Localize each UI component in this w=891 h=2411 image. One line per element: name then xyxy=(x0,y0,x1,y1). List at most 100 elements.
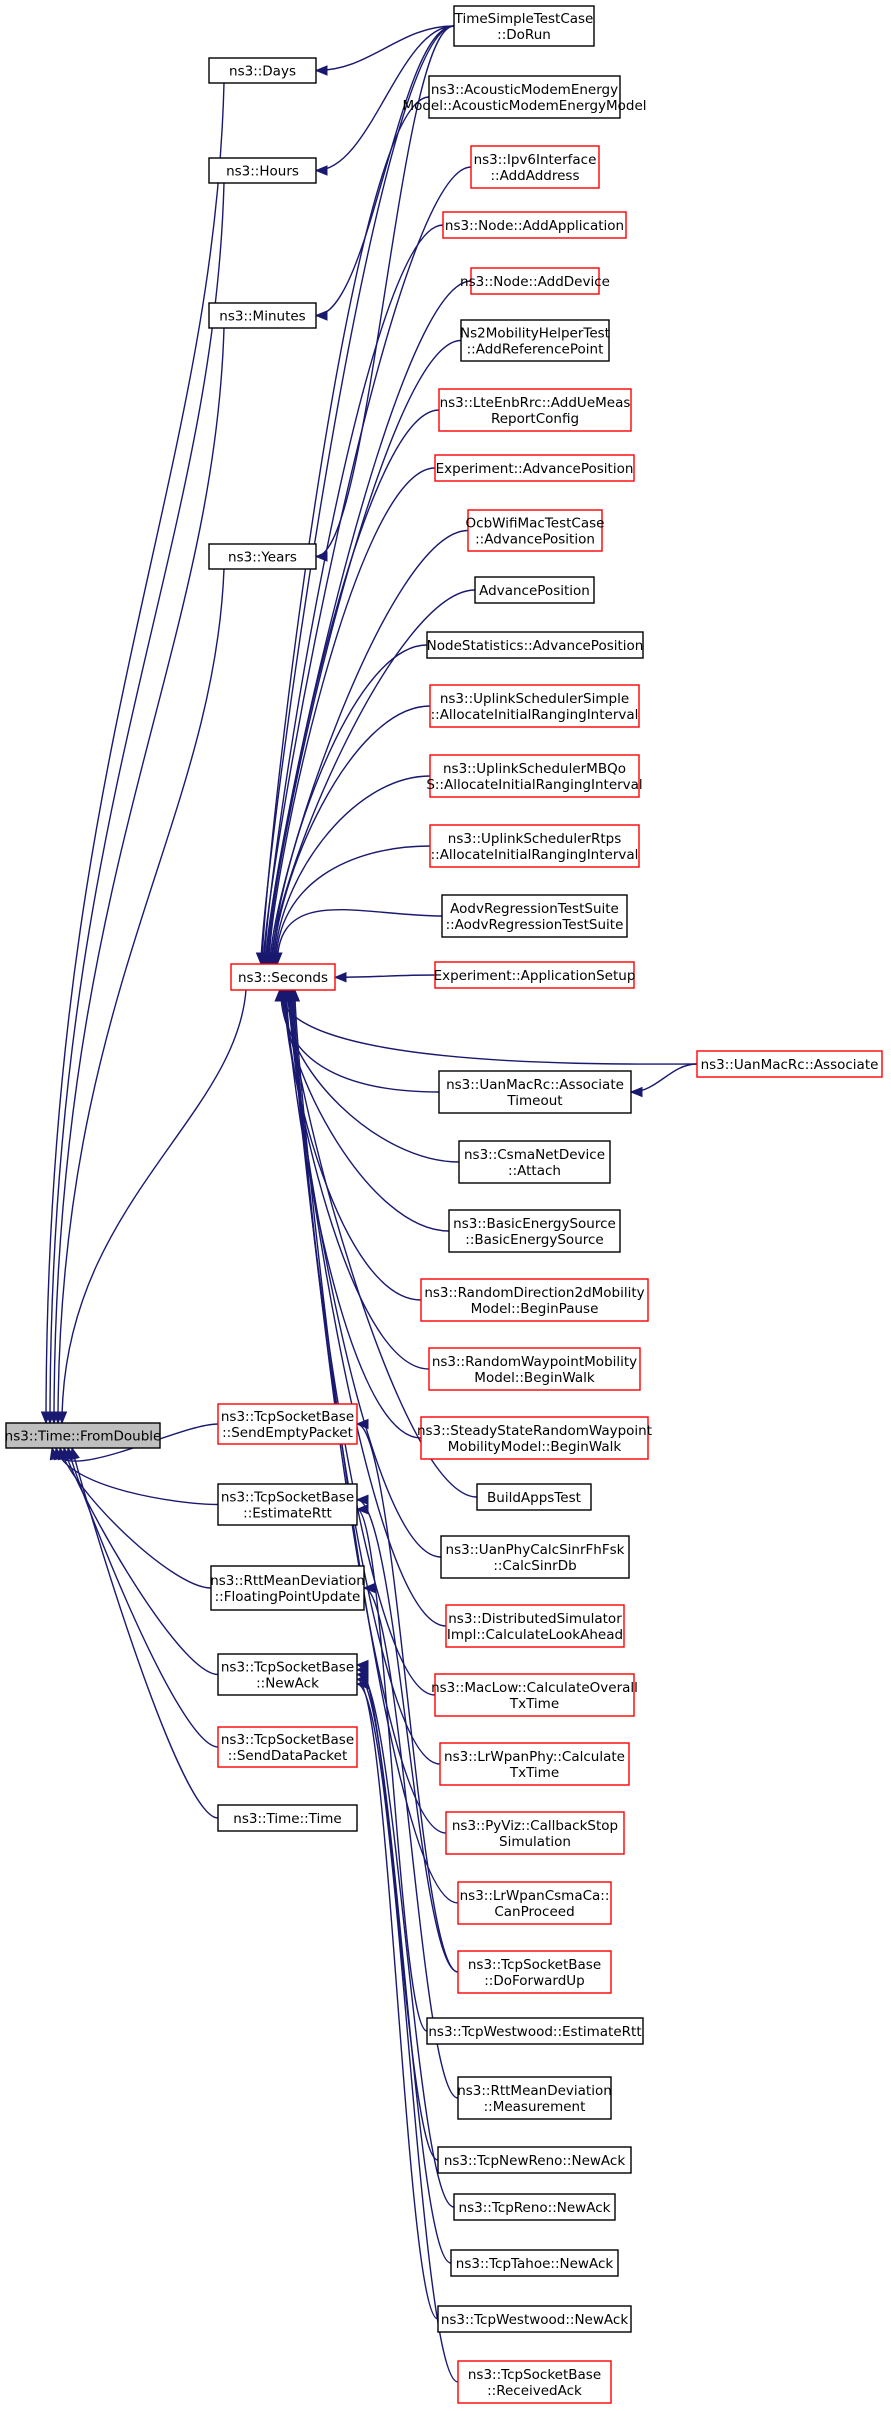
node-box xyxy=(470,267,600,295)
node-doforward[interactable]: ns3::TcpSocketBase::DoForwardUp xyxy=(457,1950,612,1994)
node-ocbwifi[interactable]: OcbWifiMacTestCase::AdvancePosition xyxy=(466,509,605,552)
arrowhead xyxy=(355,1418,369,1430)
node-steady[interactable]: ns3::SteadyStateRandomWaypointMobilityMo… xyxy=(417,1416,652,1460)
node-randdir[interactable]: ns3::RandomDirection2dMobilityModel::Beg… xyxy=(420,1278,649,1322)
arrowhead xyxy=(355,1678,369,1690)
arrowhead xyxy=(289,988,301,1002)
node-box xyxy=(437,2146,632,2174)
node-basicenergy[interactable]: ns3::BasicEnergySource::BasicEnergySourc… xyxy=(448,1209,621,1253)
node-years[interactable]: ns3::Years xyxy=(208,543,317,570)
call-edge xyxy=(274,775,431,965)
node-label: ::SendEmptyPacket xyxy=(222,1425,353,1441)
node-randway[interactable]: ns3::RandomWaypointMobilityModel::BeginW… xyxy=(428,1347,641,1391)
node-label: NodeStatistics::AdvancePosition xyxy=(427,638,644,654)
call-edge xyxy=(363,1587,459,2099)
node-label: ns3::UplinkSchedulerSimple xyxy=(440,691,629,707)
node-box xyxy=(420,1278,649,1322)
node-addapp[interactable]: ns3::Node::AddApplication xyxy=(442,211,627,239)
node-newack[interactable]: ns3::TcpSocketBase::NewAck xyxy=(217,1653,358,1696)
call-edge xyxy=(71,1447,219,1819)
call-edge xyxy=(67,1447,219,1748)
node-lrwpancsma[interactable]: ns3::LrWpanCsmaCa::CanProceed xyxy=(457,1881,612,1925)
node-box xyxy=(476,1483,592,1511)
call-edge xyxy=(278,989,698,1065)
node-uanphy[interactable]: ns3::UanPhyCalcSinrFhFsk::CalcSinrDb xyxy=(440,1535,630,1579)
node-label: ns3::CsmaNetDevice xyxy=(464,1147,605,1163)
node-label: ns3::UanMacRc::Associate xyxy=(701,1057,879,1073)
node-sendempty[interactable]: ns3::TcpSocketBase::SendEmptyPacket xyxy=(217,1403,358,1445)
node-label: ::CalcSinrDb xyxy=(493,1558,576,1574)
node-tahoe[interactable]: ns3::TcpTahoe::NewAck xyxy=(450,2249,619,2277)
node-label: ns3::TcpSocketBase xyxy=(221,1490,354,1506)
node-box xyxy=(434,454,635,482)
call-edge xyxy=(285,989,422,1439)
node-box xyxy=(457,2076,612,2120)
node-adddev[interactable]: ns3::Node::AddDevice xyxy=(460,267,610,295)
node-advpos[interactable]: AdvancePosition xyxy=(474,576,595,604)
node-dorun[interactable]: TimeSimpleTestCase::DoRun xyxy=(453,5,595,47)
node-minutes[interactable]: ns3::Minutes xyxy=(208,302,317,329)
node-label: ns3::LteEnbRrc::AddUeMeas xyxy=(440,395,631,411)
node-senddata[interactable]: ns3::TcpSocketBase::SendDataPacket xyxy=(217,1726,358,1768)
node-box xyxy=(445,1811,625,1855)
call-edge xyxy=(53,327,225,1424)
node-box xyxy=(467,509,603,552)
node-buildapps[interactable]: BuildAppsTest xyxy=(476,1483,592,1511)
node-box xyxy=(217,1403,358,1445)
node-box xyxy=(460,319,610,362)
node-uplrtps[interactable]: ns3::UplinkSchedulerRtps::AllocateInitia… xyxy=(429,824,640,868)
node-days[interactable]: ns3::Days xyxy=(208,57,317,84)
node-box xyxy=(429,754,640,798)
node-expapp[interactable]: Experiment::ApplicationSetup xyxy=(434,961,636,989)
node-ipv6[interactable]: ns3::Ipv6Interface::AddAddress xyxy=(470,145,600,189)
node-csma[interactable]: ns3::CsmaNetDevice::Attach xyxy=(458,1140,611,1184)
node-label: ns3::AcousticModemEnergy xyxy=(431,82,618,98)
node-label: ns3::Seconds xyxy=(238,970,328,986)
node-hours[interactable]: ns3::Hours xyxy=(208,157,317,184)
node-uplsimple[interactable]: ns3::UplinkSchedulerSimple::AllocateInit… xyxy=(429,684,640,728)
node-label: ns3::MacLow::CalculateOverall xyxy=(431,1680,638,1696)
node-recvack[interactable]: ns3::TcpSocketBase::ReceivedAck xyxy=(457,2360,612,2404)
node-expadv[interactable]: Experiment::AdvancePosition xyxy=(434,454,635,482)
node-uplmbqos[interactable]: ns3::UplinkSchedulerMBQoS::AllocateIniti… xyxy=(426,754,643,798)
call-edge xyxy=(267,409,440,965)
node-rttmeas[interactable]: ns3::RttMeanDeviation::Measurement xyxy=(457,2076,612,2120)
node-box xyxy=(440,1535,630,1579)
node-estrtt[interactable]: ns3::TcpSocketBase::EstimateRtt xyxy=(217,1483,358,1526)
node-westnewack[interactable]: ns3::TcpWestwood::NewAck xyxy=(437,2305,632,2333)
node-newreno[interactable]: ns3::TcpNewReno::NewAck xyxy=(437,2146,632,2174)
node-label: ns3::Ipv6Interface xyxy=(474,152,597,168)
node-label: ::AllocateInitialRangingInterval xyxy=(431,707,639,723)
node-nodestat[interactable]: NodeStatistics::AdvancePosition xyxy=(426,631,644,659)
node-seconds[interactable]: ns3::Seconds xyxy=(230,963,336,991)
node-label: Model::AcousticModemEnergyModel xyxy=(402,98,646,114)
call-edge xyxy=(356,1664,439,2161)
node-timetime[interactable]: ns3::Time::Time xyxy=(217,1804,358,1832)
node-fromdouble[interactable]: ns3::Time::FromDouble xyxy=(5,1422,162,1449)
call-edge xyxy=(269,529,469,965)
node-label: ::ReceivedAck xyxy=(487,2383,582,2399)
node-label: ns3::TcpWestwood::NewAck xyxy=(441,2312,629,2328)
node-reno[interactable]: ns3::TcpReno::NewAck xyxy=(453,2193,616,2221)
node-acoustic[interactable]: ns3::AcousticModemEnergyModel::AcousticM… xyxy=(402,75,647,119)
node-label: OcbWifiMacTestCase xyxy=(466,516,605,532)
node-aodv[interactable]: AodvRegressionTestSuite::AodvRegressionT… xyxy=(441,894,628,938)
node-label: ::FloatingPointUpdate xyxy=(215,1589,361,1605)
node-westest[interactable]: ns3::TcpWestwood::EstimateRtt xyxy=(426,2017,644,2045)
node-label: ns3::RttMeanDeviation xyxy=(210,1573,365,1589)
node-rttfloat[interactable]: ns3::RttMeanDeviation::FloatingPointUpda… xyxy=(210,1565,365,1611)
node-box xyxy=(445,1604,625,1648)
node-ns2mob[interactable]: Ns2MobilityHelperTest::AddReferencePoint xyxy=(460,319,610,362)
call-edge xyxy=(356,1508,428,2032)
node-uanassoc[interactable]: ns3::UanMacRc::Associate xyxy=(696,1050,883,1078)
node-distsim[interactable]: ns3::DistributedSimulatorImpl::Calculate… xyxy=(445,1604,625,1648)
node-label: ::AddAddress xyxy=(491,168,580,184)
call-edge xyxy=(283,989,422,1301)
node-box xyxy=(208,57,317,84)
node-label: TimeSimpleTestCase xyxy=(454,11,594,27)
